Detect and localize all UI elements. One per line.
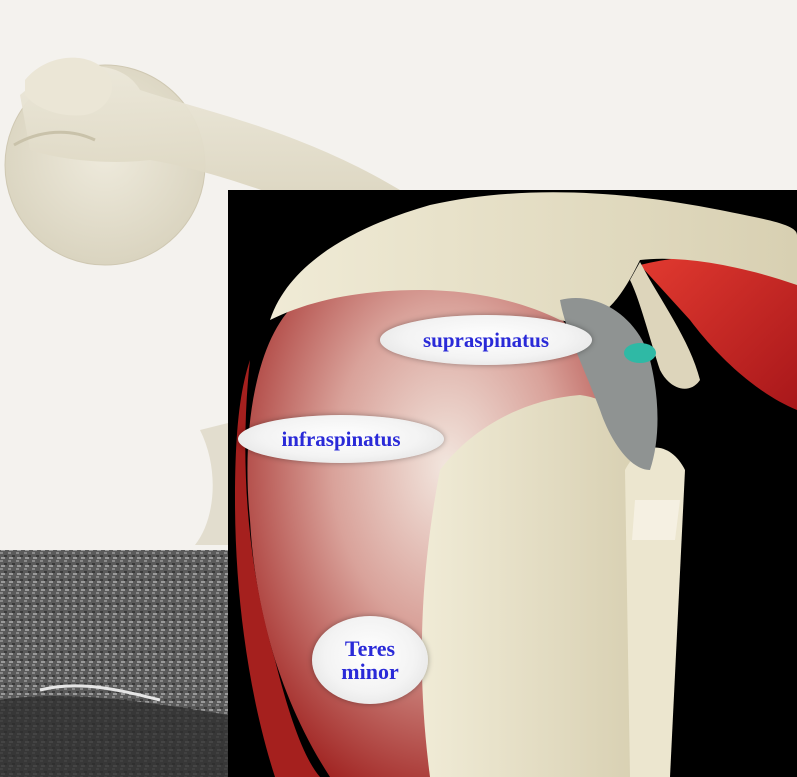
label-infraspinatus: infraspinatus: [238, 415, 444, 463]
label-supraspinatus: supraspinatus: [380, 315, 592, 365]
label-teres-minor: Teres minor: [312, 616, 428, 704]
